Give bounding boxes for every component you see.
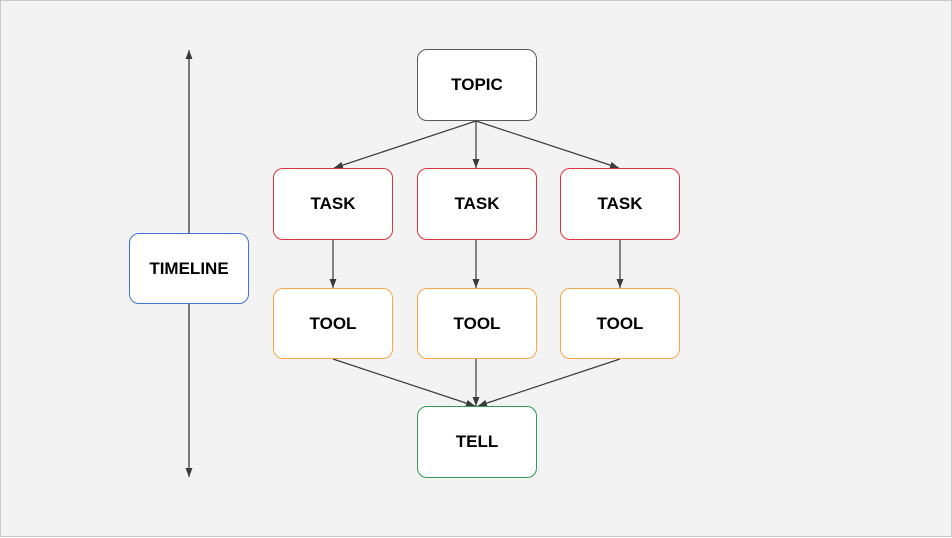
edge-topic-task-3 — [475, 120, 620, 169]
tool-label: TOOL — [596, 313, 644, 333]
topic-node: TOPIC — [417, 49, 537, 121]
timeline-node: TIMELINE — [129, 233, 249, 304]
edge-tool-3-tell — [477, 358, 621, 407]
tool-label: TOOL — [453, 313, 501, 333]
task-label: TASK — [597, 194, 643, 213]
timeline-label: TIMELINE — [149, 258, 229, 278]
topic-label: TOPIC — [451, 75, 503, 94]
task-label: TASK — [310, 194, 356, 213]
task-node-1: TASK — [273, 168, 393, 240]
tell-node: TELL — [417, 406, 537, 478]
tool-node-3: TOOL — [560, 288, 680, 359]
task-node-3: TASK — [560, 168, 680, 240]
tool-node-1: TOOL — [273, 288, 393, 359]
tool-node-2: TOOL — [417, 288, 537, 359]
tool-label: TOOL — [309, 313, 357, 333]
edge-tool-1-tell — [332, 358, 476, 407]
task-label: TASK — [454, 194, 500, 213]
task-node-2: TASK — [417, 168, 537, 240]
tell-label: TELL — [455, 432, 499, 451]
edge-topic-task-1 — [333, 120, 477, 169]
